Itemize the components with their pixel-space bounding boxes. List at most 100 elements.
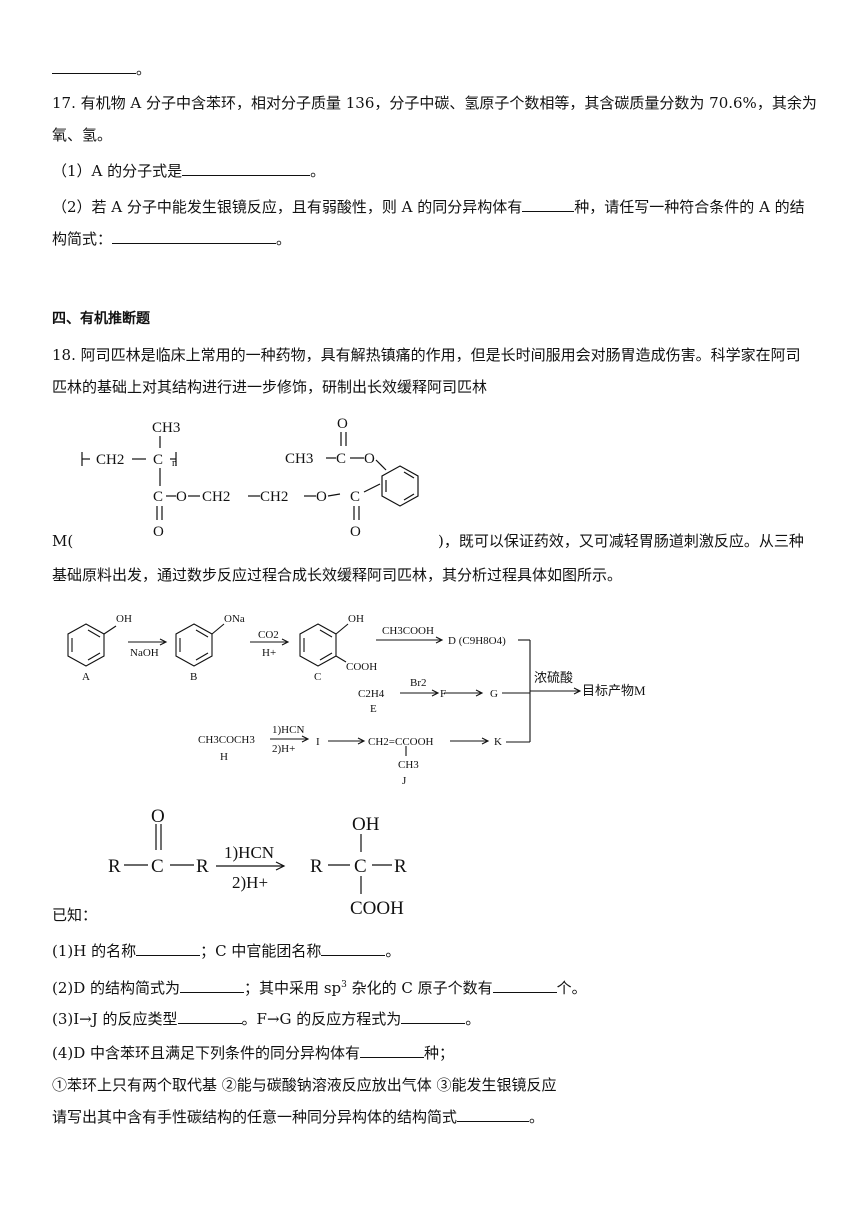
punctuation: 。 [310, 162, 326, 180]
q17-stem-line2: 氧、氢。 [52, 126, 113, 144]
q18-part2-end: 个。 [556, 979, 587, 997]
m-c2: C [336, 451, 346, 467]
m-o-bottom2: O [350, 524, 361, 540]
answer-blank [52, 59, 136, 74]
q17-stem-line1: 17. 有机物 A 分子中含苯环，相对分子质量 136，分子中碳、氢原子个数相等… [52, 94, 817, 112]
q18-part4-end: 种； [424, 1044, 455, 1062]
punctuation: 。 [276, 230, 292, 248]
known-r4: R [394, 856, 407, 877]
known-r3: R [310, 856, 323, 877]
q18-part4: (4)D 中含苯环且满足下列条件的同分异构体有 种； [52, 1042, 454, 1064]
punctuation: 。 [529, 1108, 545, 1126]
q18-part2-text-cont2: 杂化的 C 原子个数有 [346, 979, 493, 997]
label-h: H [220, 751, 228, 763]
q18-m-line: M( [52, 530, 73, 552]
known-reaction: O R C R 1)HCN 2)H+ OH R C R COOH [108, 806, 407, 919]
punctuation: 。 [136, 60, 152, 78]
label-ch3coch3: CH3COCH3 [198, 734, 255, 746]
q17-part2-text-cont: 种，请任写一种符合条件的 A 的结 [574, 198, 805, 216]
q18-part4-text: (4)D 中含苯环且满足下列条件的同分异构体有 [52, 1044, 361, 1062]
q18-part2: (2)D 的结构简式为 ；其中采用 sp3 杂化的 C 原子个数有 个。 [52, 974, 587, 999]
answer-blank[interactable] [112, 229, 277, 244]
label-d: D (C9H8O4) [448, 635, 506, 647]
known-oh: OH [352, 814, 380, 835]
reagent-naoh: NaOH [130, 647, 159, 659]
known-r1: R [108, 856, 121, 877]
answer-blank[interactable] [180, 978, 245, 993]
m-ch2-a: CH2 [202, 489, 230, 505]
label-j-structure: CH2=CCOOH [368, 736, 434, 748]
q17-part2-text: （2）若 A 分子中能发生银镜反应，且有弱酸性，则 A 的同分异构体有 [52, 198, 523, 216]
label-j: J [402, 775, 407, 787]
known-reagent-h-plus: 2)H+ [232, 873, 268, 892]
q17-part2-line2: 构简式： 。 [52, 228, 291, 250]
label-g: G [490, 688, 498, 700]
q18-part2-text: (2)D 的结构简式为 [52, 979, 181, 997]
label-a: A [82, 671, 90, 683]
m-c-ester: C [153, 489, 163, 505]
answer-blank[interactable] [522, 197, 575, 212]
punctuation: 。 [385, 942, 401, 960]
answer-blank[interactable] [177, 1009, 242, 1024]
answer-blank[interactable] [321, 941, 386, 956]
answer-blank[interactable] [136, 941, 201, 956]
q18-part1-text: (1)H 的名称 [52, 942, 137, 960]
reagent-h-plus: H+ [262, 647, 276, 659]
label-oh-c: OH [348, 613, 364, 625]
section-title: 四、有机推断题 [52, 311, 150, 327]
m-prefix: M( [52, 532, 74, 550]
m-ch3-top: CH3 [152, 420, 180, 436]
known-o: O [151, 806, 165, 827]
answer-blank[interactable] [492, 978, 557, 993]
label-target-m: 目标产物M [582, 683, 646, 698]
m-ch2-b: CH2 [260, 489, 288, 505]
known-c2: C [354, 856, 367, 877]
q18-part2-text-cont: ；其中采用 sp [244, 979, 342, 997]
q18-part3-text: (3)I→J 的反应类型 [52, 1010, 178, 1028]
label-k: K [494, 736, 502, 748]
label-c: C [314, 671, 321, 683]
m-ch3-ester: CH3 [285, 451, 313, 467]
label-cooh-c: COOH [346, 661, 377, 673]
known-label: 已知： [52, 906, 98, 924]
reagent-h-plus-2: 2)H+ [272, 743, 295, 755]
q17-part2-line1: （2）若 A 分子中能发生银镜反应，且有弱酸性，则 A 的同分异构体有 种，请任写… [52, 196, 805, 218]
m-n: n [172, 458, 177, 469]
known-c1: C [151, 856, 164, 877]
label-e: E [370, 703, 377, 715]
m-c-benz: C [350, 489, 360, 505]
m-o2: O [316, 489, 327, 505]
reagent-h2so4: 浓硫酸 [534, 670, 573, 685]
superscript: 3 [341, 980, 347, 990]
q18-conditions: ①苯环上只有两个取代基 ②能与碳酸钠溶液反应放出气体 ③能发生银镜反应 [52, 1076, 557, 1094]
known-r2: R [196, 856, 209, 877]
answer-blank[interactable] [457, 1107, 530, 1122]
q18-stem-line4: 基础原料出发，通过数步反应过程合成长效缓释阿司匹林，其分析过程具体如图所示。 [52, 566, 623, 584]
label-c2h4: C2H4 [358, 688, 385, 700]
reagent-co2: CO2 [258, 629, 279, 641]
q18-part3: (3)I→J 的反应类型。F→G 的反应方程式为。 [52, 1008, 480, 1030]
answer-blank[interactable] [401, 1009, 466, 1024]
q18-last: 请写出其中含有手性碳结构的任意一种同分异构体的结构简式。 [52, 1106, 544, 1128]
q18-part3-text-cont: 。F→G 的反应方程式为 [241, 1010, 402, 1028]
known-reagent-hcn: 1)HCN [224, 843, 274, 862]
label-ona: ONa [224, 613, 245, 625]
structure-m: CH3 CH2 C n CH3 C O O C O CH2 CH2 O C O … [81, 416, 419, 540]
label-j-ch3: CH3 [398, 759, 419, 771]
m-o1: O [176, 489, 187, 505]
previous-answer-line: 。 [52, 58, 151, 80]
known-cooh: COOH [350, 898, 404, 919]
q18-m-suffix: )，既可以保证药效，又可减轻胃肠道刺激反应。从三种 [438, 532, 804, 550]
m-o-bottom1: O [153, 524, 164, 540]
label-oh-a: OH [116, 613, 132, 625]
q17-part1-text: （1）A 的分子式是 [52, 162, 183, 180]
q18-stem-line2: 匹林的基础上对其结构进行进一步修饰，研制出长效缓释阿司匹林 [52, 378, 488, 396]
q18-part1: (1)H 的名称；C 中官能团名称。 [52, 940, 400, 962]
label-b: B [190, 671, 197, 683]
answer-blank[interactable] [182, 161, 311, 176]
q18-stem-line1: 18. 阿司匹林是临床上常用的一种药物，具有解热镇痛的作用，但是长时间服用会对肠… [52, 346, 801, 364]
q17-part2-text: 构简式： [52, 230, 113, 248]
m-c: C [153, 452, 163, 468]
answer-blank[interactable] [360, 1043, 425, 1058]
label-i: I [316, 736, 320, 748]
